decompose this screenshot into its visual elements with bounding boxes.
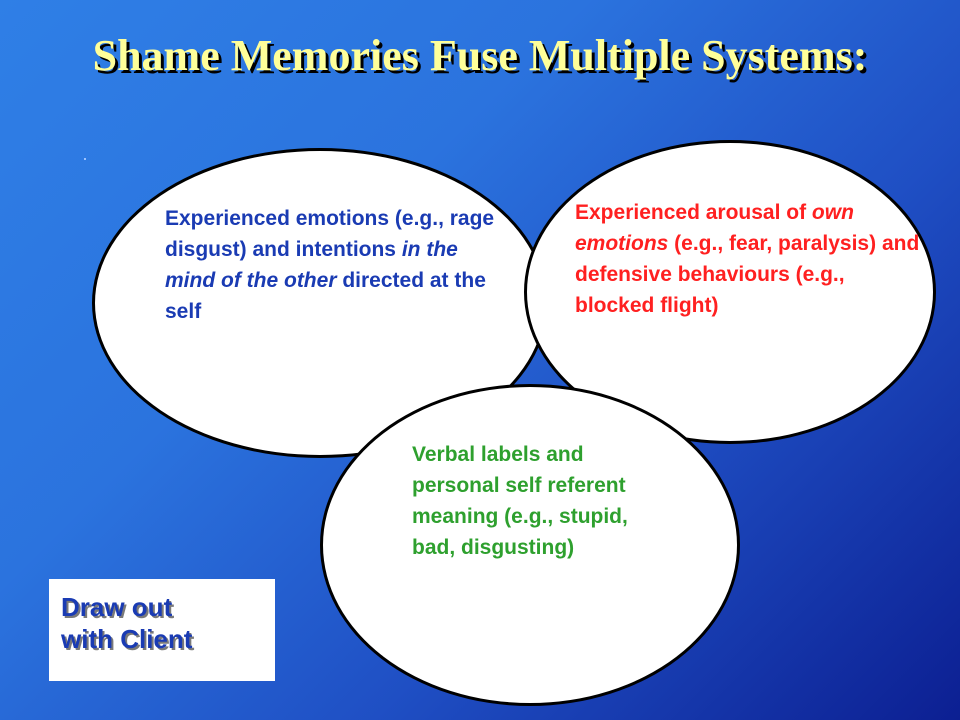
draw-out-note-line2: with Client	[61, 624, 193, 654]
decorative-dot	[84, 158, 86, 160]
own-arousal-text-italic: own emotions	[575, 201, 854, 255]
verbal-labels-oval	[320, 384, 740, 706]
emotions-other-text: Experienced emotions (e.g., rage disgust…	[165, 203, 495, 327]
emotions-other-text-part1: Experienced emotions (e.g., rage disgust…	[165, 207, 495, 261]
draw-out-note-line1: Draw out	[61, 592, 173, 622]
draw-out-note: Draw out with Client	[49, 579, 275, 681]
verbal-labels-text: Verbal labels and personal self referent…	[412, 443, 628, 559]
slide-title: Shame Memories Fuse Multiple Systems:	[92, 31, 868, 80]
emotions-other-text-part2: directed at the self	[165, 269, 486, 323]
emotions-other-text-italic: in the mind of the other	[165, 238, 458, 292]
own-arousal-text: Experienced arousal of own emotions (e.g…	[575, 197, 920, 321]
own-arousal-text-part2: (e.g., fear, paralysis) and defensive be…	[575, 232, 920, 317]
own-arousal-text-part1: Experienced arousal of	[575, 201, 812, 224]
